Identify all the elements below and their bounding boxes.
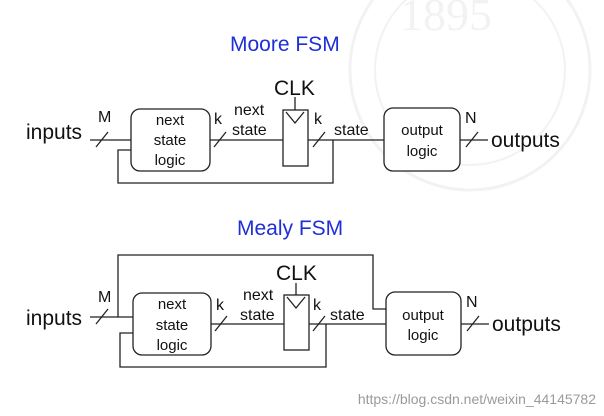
moore-bus-slash-k-right [312,131,326,148]
moore-state-label-left: state [232,122,267,139]
mealy-fsm: Mealy FSM inputs M next state logic k ne… [26,217,561,368]
csdn-watermark-text: https://blog.csdn.net/weixin_44145782 [358,391,596,407]
mealy-state-label-left: state [240,307,275,324]
mealy-inputs-label: inputs [26,307,82,330]
mealy-bus-slash-n [466,315,480,332]
moore-bus-slash-n [465,131,479,148]
moore-fsm: Moore FSM inputs M next state logic k ne… [26,33,560,184]
moore-output-logic-block [383,107,461,172]
moore-nsl-line-2: state [154,132,187,149]
moore-inputs-label: inputs [26,121,82,144]
moore-clock-triangle-icon [285,111,305,125]
moore-bus-slash-m [95,131,109,148]
mealy-k-left-label: k [216,297,225,314]
mealy-clk-label: CLK [276,262,317,285]
seal-watermark: 1895 [348,0,592,192]
mealy-input-bypass-wire [117,254,386,317]
moore-feedback-wire [117,140,334,184]
moore-clk-label: CLK [274,77,315,100]
mealy-nsl-line-2: state [156,317,189,334]
mealy-bus-slash-m [95,308,109,325]
mealy-next-label: next [243,287,274,304]
mealy-ol-line-1: output [402,307,445,324]
mealy-feedback-wire [119,324,327,368]
moore-ol-line-1: output [401,122,444,139]
mealy-clock-triangle-icon [286,296,306,310]
mealy-k-right-label: k [313,297,322,314]
moore-bus-slash-k-left [213,131,227,148]
moore-outputs-label: outputs [491,129,560,152]
moore-ol-line-2: logic [407,143,438,160]
svg-text:1895: 1895 [400,0,492,40]
moore-nsl-line-3: logic [155,152,186,169]
moore-title: Moore FSM [230,33,340,56]
mealy-ol-line-2: logic [408,327,439,344]
mealy-nsl-line-3: logic [157,337,188,354]
mealy-state-register [283,294,310,351]
mealy-bus-slash-k-right [312,315,326,332]
moore-state-label: state [334,122,369,139]
mealy-m-label: M [98,289,111,306]
mealy-state-label: state [330,307,365,324]
mealy-title: Mealy FSM [237,217,343,240]
moore-n-label: N [465,110,477,127]
moore-m-label: M [98,109,111,126]
moore-state-register [282,109,309,167]
mealy-n-label: N [466,294,478,311]
moore-next-label: next [234,102,265,119]
moore-k-left-label: k [214,111,223,128]
mealy-nsl-line-1: next [158,296,187,313]
mealy-outputs-label: outputs [492,313,561,336]
mealy-bus-slash-k-left [214,315,228,332]
moore-nsl-line-1: next [156,112,185,129]
moore-k-right-label: k [314,111,323,128]
